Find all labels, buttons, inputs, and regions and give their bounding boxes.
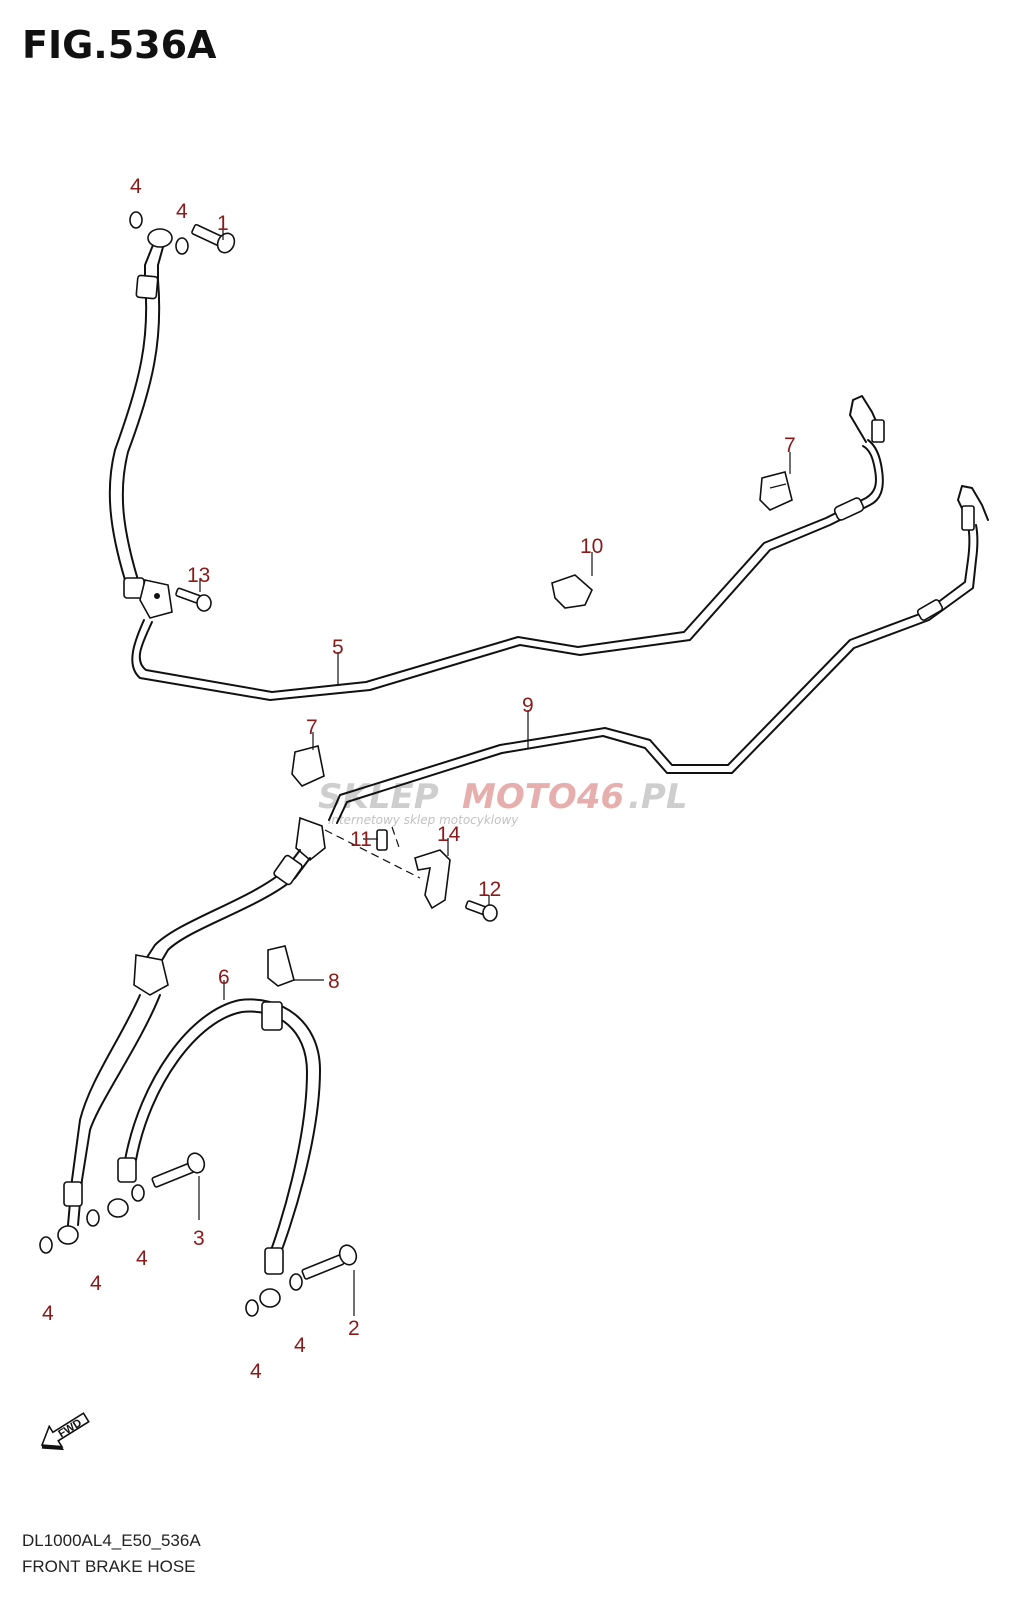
clip-10 [551, 574, 593, 609]
hose-sleeve [273, 854, 303, 886]
callout-1: 1 [217, 212, 229, 235]
callouts: 4 4 1 13 7 10 5 9 7 11 14 12 6 8 3 4 4 4… [42, 175, 796, 1383]
callout-12: 12 [478, 878, 501, 901]
joint-block [139, 579, 173, 619]
bolt-2 [301, 1244, 358, 1280]
callout-4: 4 [294, 1334, 306, 1357]
figure-name: FRONT BRAKE HOSE [22, 1557, 196, 1576]
callout-13: 13 [187, 564, 210, 587]
callout-4: 4 [176, 200, 188, 223]
banjo-fitting [147, 228, 173, 248]
clip-7-lower [291, 745, 325, 787]
callout-4: 4 [90, 1272, 102, 1295]
flare-nut [871, 419, 885, 443]
brake-pipe-5 [131, 395, 885, 701]
pipe-sleeve [833, 497, 865, 521]
callout-3: 3 [193, 1227, 205, 1250]
bolt-11 [376, 829, 388, 851]
washers-4 [39, 211, 303, 1317]
figure-title: FIG.536A [22, 23, 217, 67]
lower-brake-hose [57, 816, 326, 1245]
watermark-brand-red: MOTO46 [462, 777, 624, 817]
callout-7: 7 [784, 434, 796, 457]
bolt-12 [465, 900, 498, 922]
figure-code: DL1000AL4_E50_536A [22, 1531, 201, 1550]
hose-sleeve [135, 274, 159, 300]
callout-2: 2 [348, 1317, 360, 1340]
banjo-fitting [57, 1225, 79, 1245]
flare-nut [961, 505, 975, 531]
callout-4: 4 [130, 175, 142, 198]
callout-14: 14 [437, 823, 461, 846]
hose-sleeve [63, 1181, 83, 1207]
bolt-1 [191, 223, 236, 254]
joint-hole [154, 593, 160, 599]
clip-7-upper [759, 471, 793, 511]
banjo-fitting [259, 1288, 281, 1308]
joint-block [295, 816, 326, 862]
callout-8: 8 [328, 970, 340, 993]
hose-sleeve [117, 1157, 137, 1183]
brake-pipe-9 [328, 485, 989, 824]
watermark-tagline: internetowy sklep motocyklowy [328, 813, 519, 827]
fwd-arrow-icon: FWD [40, 1412, 90, 1451]
callout-9: 9 [522, 694, 534, 717]
callout-5: 5 [332, 636, 344, 659]
bolt-13 [175, 587, 212, 612]
callout-4: 4 [250, 1360, 262, 1383]
brake-hose-6 [107, 998, 321, 1308]
hose-sleeve [264, 1247, 284, 1275]
callout-10: 10 [580, 535, 603, 558]
bolt-3 [151, 1152, 206, 1188]
three-way-joint [133, 954, 169, 996]
callout-7: 7 [306, 716, 318, 739]
pipe-sleeve [916, 599, 944, 621]
watermark-domain: .PL [628, 777, 688, 817]
callout-4: 4 [136, 1247, 148, 1270]
clip-8 [267, 945, 295, 987]
banjo-fitting [107, 1198, 129, 1218]
callout-6: 6 [218, 966, 230, 989]
hose-sleeve [261, 1001, 283, 1031]
callout-4: 4 [42, 1302, 54, 1325]
bracket-14 [324, 826, 451, 910]
upper-brake-hose [108, 228, 173, 619]
leader-lines [198, 226, 791, 1316]
callout-11: 11 [350, 828, 372, 851]
